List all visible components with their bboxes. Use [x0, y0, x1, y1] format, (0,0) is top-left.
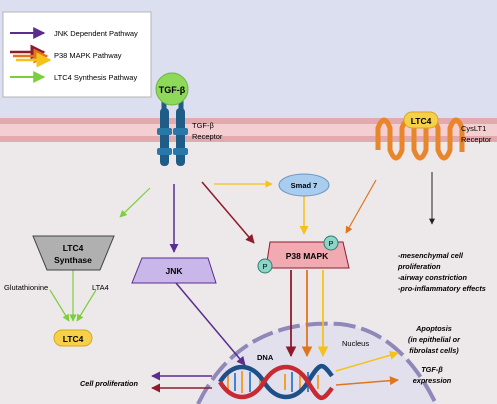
apoptosis-label-1: Apoptosis [415, 324, 452, 333]
nucleus-label: Nucleus [342, 339, 369, 348]
tgfb-receptor-label-1: TGF-β [192, 121, 214, 130]
legend-p38-arrow [10, 44, 52, 68]
cyslt1-receptor [375, 117, 465, 161]
apoptosis-label-3: fibrolast cells) [409, 346, 459, 355]
tgfb-receptor-label-2: Receptor [192, 132, 223, 141]
cell-proliferation-label: Cell proliferation [80, 379, 139, 388]
ltc4-synthase-label-1: LTC4 [63, 243, 84, 253]
phospho-badge-1-label: P [262, 262, 267, 271]
arrow-glutathionine-to-ltc4 [49, 289, 70, 322]
nucleus-envelope [196, 321, 438, 404]
ltc4-receptor-ligand-label: LTC4 [411, 116, 432, 126]
lta4-label: LTA4 [92, 283, 109, 292]
glutathionine-label: Glutathionine [4, 283, 48, 292]
legend-jnk-label: JNK Dependent Pathway [54, 29, 138, 38]
p38-mapk-label: P38 MAPK [286, 251, 329, 261]
arrow-dna-to-apoptosis [335, 350, 399, 372]
ltc4-product-label: LTC4 [63, 334, 84, 344]
ltc4-synthase-label-2: Synthase [54, 255, 92, 265]
phospho-badge-1 [257, 258, 273, 274]
tgfb-expression-label-1: TGF-β [421, 365, 443, 374]
phospho-badge-2-label: P [328, 239, 333, 248]
arrow-tgfb-to-synthase [119, 187, 151, 218]
tgfb-ligand-label: TGF-β [159, 85, 186, 95]
dna-label: DNA [257, 353, 274, 362]
arrow-tgfb-to-p38 [201, 181, 255, 244]
jnk-node [131, 257, 217, 284]
dna-helix [218, 364, 334, 400]
arrow-lta4-to-ltc4 [76, 289, 97, 322]
ltc4-receptor-ligand [403, 111, 439, 129]
smad7-label: Smad 7 [291, 181, 318, 190]
arrow-cyslt1-to-p38 [345, 179, 377, 234]
legend-box [2, 11, 152, 98]
smad7-node [278, 173, 330, 197]
phospho-badge-2 [323, 235, 339, 251]
cysltr1-effect-1: -mesenchymal cell [398, 251, 464, 260]
arrow-jnk-to-dna [175, 282, 246, 366]
apoptosis-label-2: (in epithelial or [408, 335, 461, 344]
cysltr1-effect-4: -pro-inflammatory effects [398, 284, 486, 293]
tgfb-expression-label-2: expression [413, 376, 452, 385]
jnk-label: JNK [165, 266, 183, 276]
cysltr1-effect-2: proliferation [397, 262, 441, 271]
arrow-dna-to-tgfb-expression [335, 376, 399, 386]
cysltr1-effect-3: -airway constriction [398, 273, 467, 282]
legend-ltc4-label: LTC4 Synthesis Pathway [54, 73, 137, 82]
legend-p38-label: P38 MAPK Pathway [54, 51, 122, 60]
ltc4-product-node [53, 329, 93, 347]
ltc4-synthase-node [32, 235, 115, 271]
cyslt1-label-2: Receptor [461, 135, 492, 144]
tgfb-ligand [155, 72, 189, 106]
legend: JNK Dependent Pathway P38 MAPK Pathway L… [2, 11, 152, 98]
cyslt1-label-1: CysLT1 [461, 124, 486, 133]
